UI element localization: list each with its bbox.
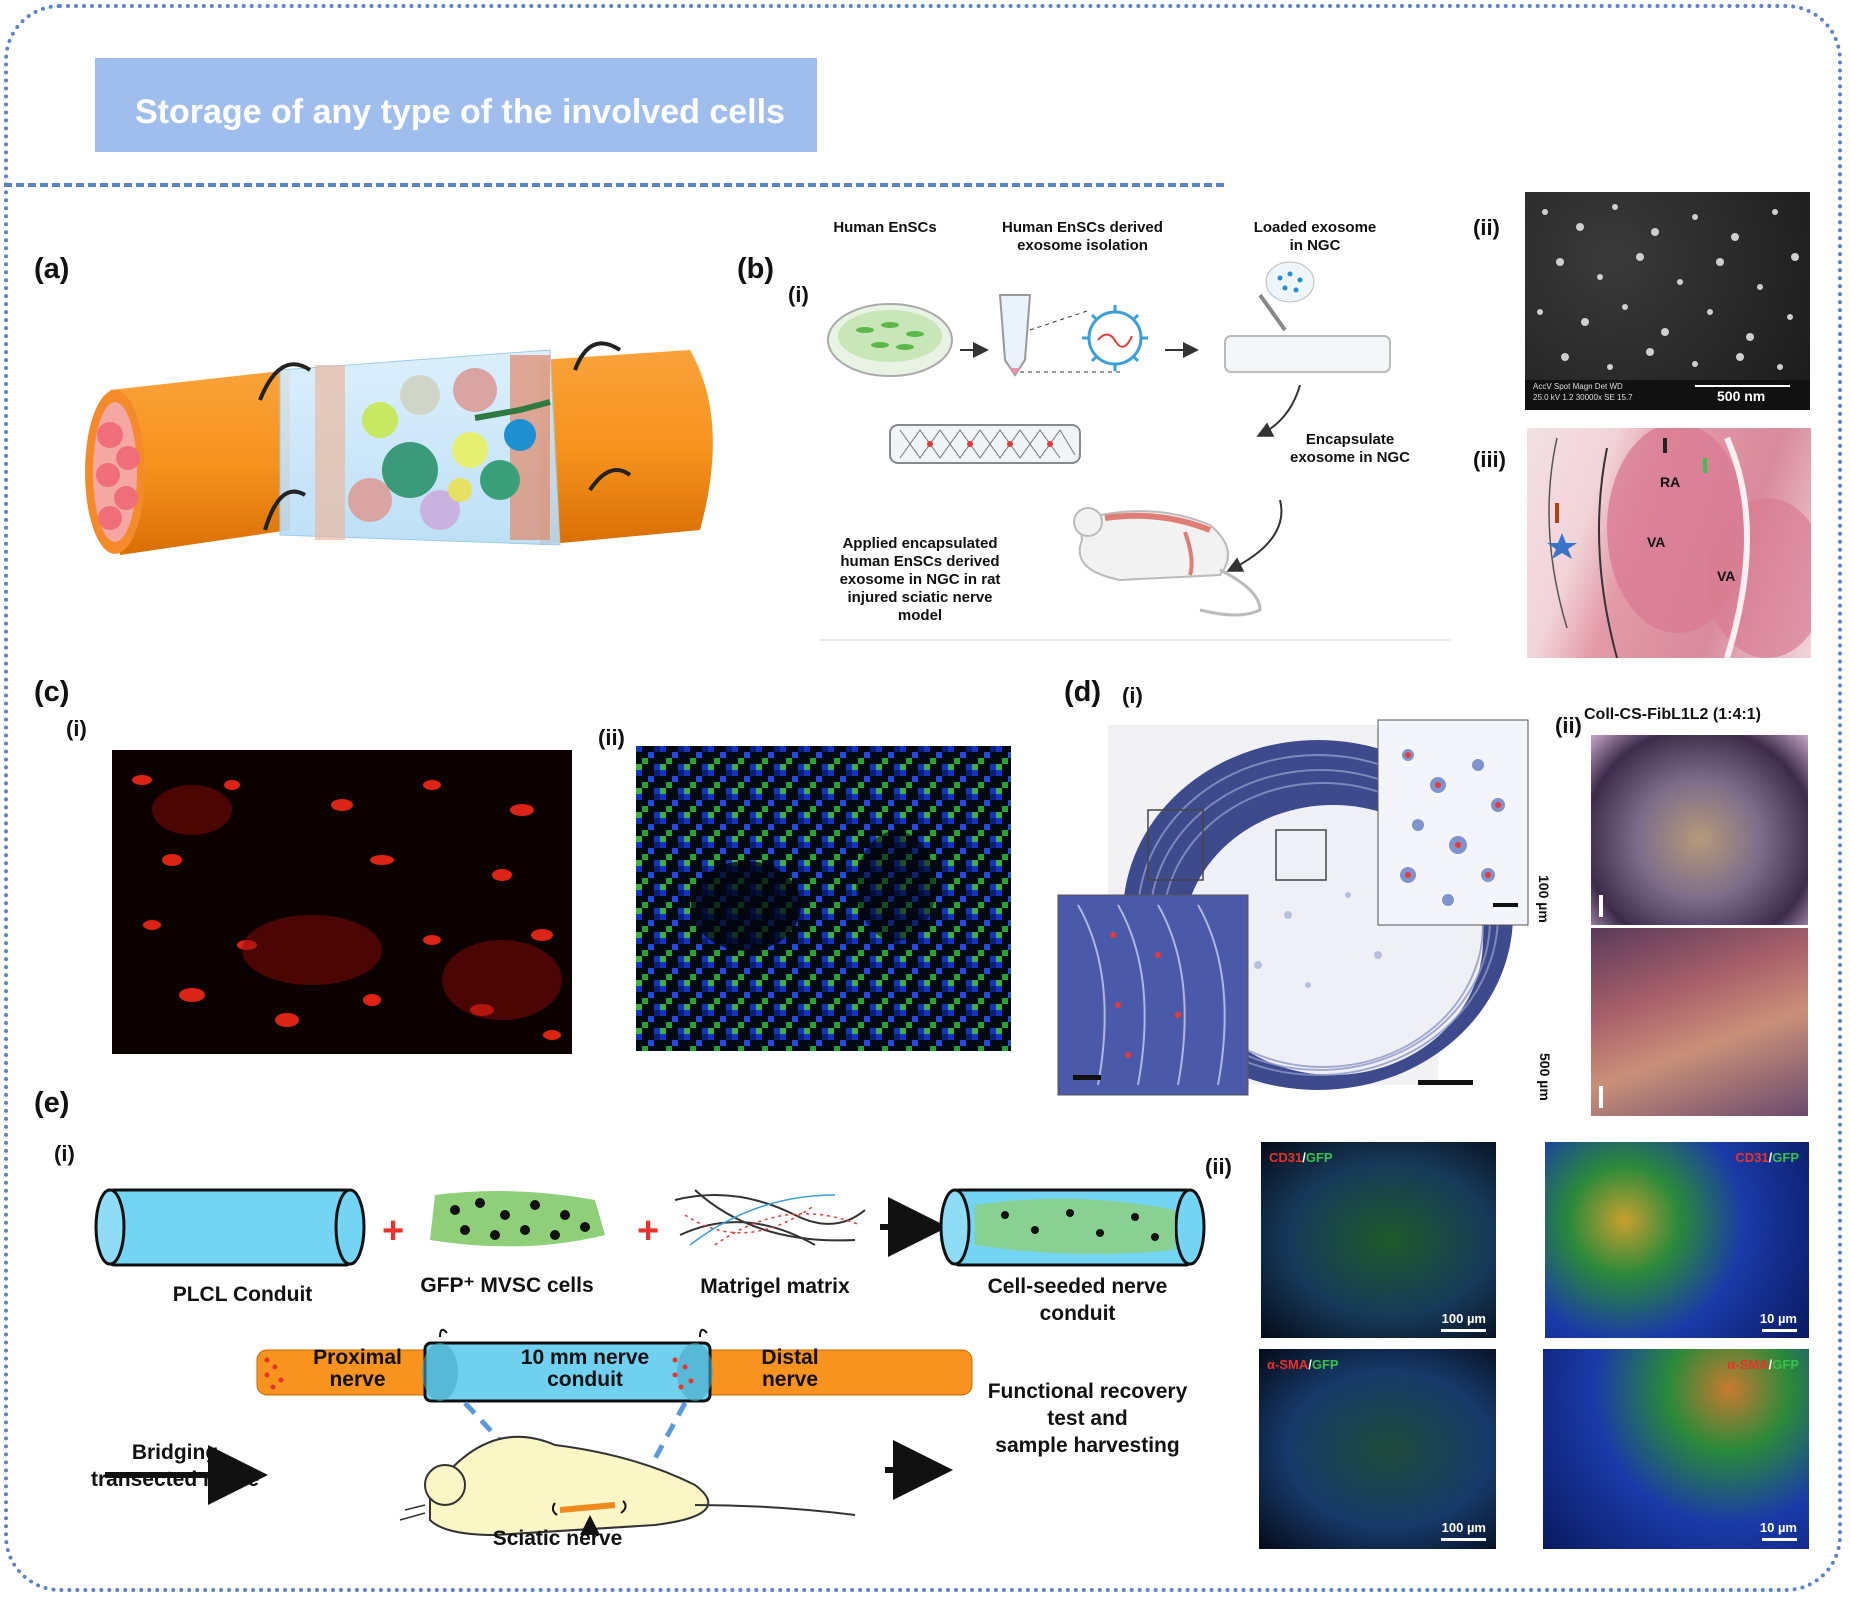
red-fluorescence-image [112, 750, 572, 1054]
gfp-mvsc-label: GFP⁺ MVSC cells [420, 1274, 594, 1297]
sem-particles [1525, 204, 1810, 410]
asma-high-scale-bar [1762, 1538, 1797, 1541]
he-stain-image: RA VA VA [1527, 428, 1811, 658]
cd31-gfp-high-mag-image: CD31/GFP 10 µm [1545, 1142, 1809, 1338]
asma-low-scale-bar [1441, 1538, 1486, 1541]
sem-meta: AccV Spot Magn Det WD [1533, 382, 1623, 391]
sciatic-nerve-label: Sciatic nerve [492, 1527, 623, 1550]
asma-gfp-high-mag-image: α-SMA/GFP 10 µm [1543, 1349, 1809, 1549]
panel-d-sub-ii: (ii) [1555, 713, 1582, 738]
sem-meta-values: 25.0 kV 1.2 30000x SE 15.7 [1533, 393, 1633, 402]
dotted-frame [4, 4, 1842, 1592]
panel-d-sub-ii-title: Coll-CS-FibL1L2 (1:4:1) [1584, 706, 1761, 723]
coll-image-bottom [1591, 928, 1808, 1116]
he-label-ra: RA [1660, 474, 1681, 490]
panel-b-sub-i: (i) [788, 282, 809, 307]
asma-gfp-low-mag-image: α-SMA/GFP 100 µm [1259, 1349, 1496, 1549]
nerve-cross-section-image [1057, 719, 1529, 1096]
panel-c-label: (c) [34, 676, 70, 708]
coll-image-top [1591, 735, 1808, 925]
exosome-workflow-diagram [820, 261, 1450, 641]
panel-e-label: (e) [34, 1087, 70, 1119]
panel-b-sub-ii: (ii) [1473, 215, 1500, 240]
plus-sign-1: + [382, 1210, 405, 1252]
panel-b-sub-iii: (iii) [1473, 447, 1506, 472]
panel-d-sub-i: (i) [1122, 683, 1143, 708]
asma-low-scale: 100 µm [1441, 1520, 1486, 1535]
blue-green-fluorescence-image [636, 746, 1011, 1051]
header-divider [4, 183, 1224, 187]
d-scale-100: 100 µm [1536, 875, 1552, 923]
coll-bottom-scale-bar [1599, 1086, 1603, 1108]
he-label-va-2: VA [1717, 568, 1736, 584]
step-human-enscs: Human EnSCs [833, 219, 937, 236]
sem-image: AccV Spot Magn Det WD 25.0 kV 1.2 30000x… [1525, 192, 1810, 410]
cd31-gfp-low-mag-image: CD31/GFP 100 µm [1261, 1142, 1496, 1338]
panel-c-sub-i: (i) [66, 716, 87, 741]
nerve-conduit-illustration [85, 341, 713, 555]
cd31-low-scale-bar [1441, 1329, 1486, 1332]
panel-b-label: (b) [737, 253, 775, 285]
coll-top-scale-bar [1599, 895, 1603, 917]
panel-e-sub-i: (i) [54, 1141, 75, 1166]
d-scale-500: 500 µm [1537, 1053, 1553, 1101]
asma-high-scale: 10 µm [1759, 1520, 1797, 1535]
he-tissue [1547, 428, 1811, 658]
panel-c-sub-ii: (ii) [598, 725, 625, 750]
title-banner: Storage of any type of the involved cell… [95, 58, 817, 152]
cd31-gfp-high-label: CD31/GFP [1735, 1150, 1799, 1165]
asma-gfp-low-label: α-SMA/GFP [1267, 1357, 1339, 1372]
plus-sign-2: + [637, 1210, 660, 1252]
cd31-gfp-low-label: CD31/GFP [1269, 1150, 1333, 1165]
panel-a-label: (a) [34, 253, 70, 285]
cd31-high-scale: 10 µm [1759, 1311, 1797, 1326]
he-label-va-1: VA [1647, 534, 1666, 550]
page-title: Storage of any type of the involved cell… [135, 93, 785, 131]
asma-gfp-high-label: α-SMA/GFP [1727, 1357, 1799, 1372]
red-cells [132, 775, 562, 1040]
panel-d-label: (d) [1064, 676, 1102, 708]
sem-scale-label: 500 nm [1717, 388, 1766, 404]
blue-green-pixels [636, 746, 1011, 1051]
panel-e-sub-ii: (ii) [1205, 1154, 1232, 1179]
cd31-low-scale: 100 µm [1441, 1311, 1486, 1326]
plcl-conduit-label: PLCL Conduit [172, 1283, 313, 1306]
matrigel-label: Matrigel matrix [700, 1275, 850, 1298]
cd31-high-scale-bar [1762, 1329, 1797, 1332]
cell-seeded-conduit-diagram [94, 1188, 1206, 1537]
